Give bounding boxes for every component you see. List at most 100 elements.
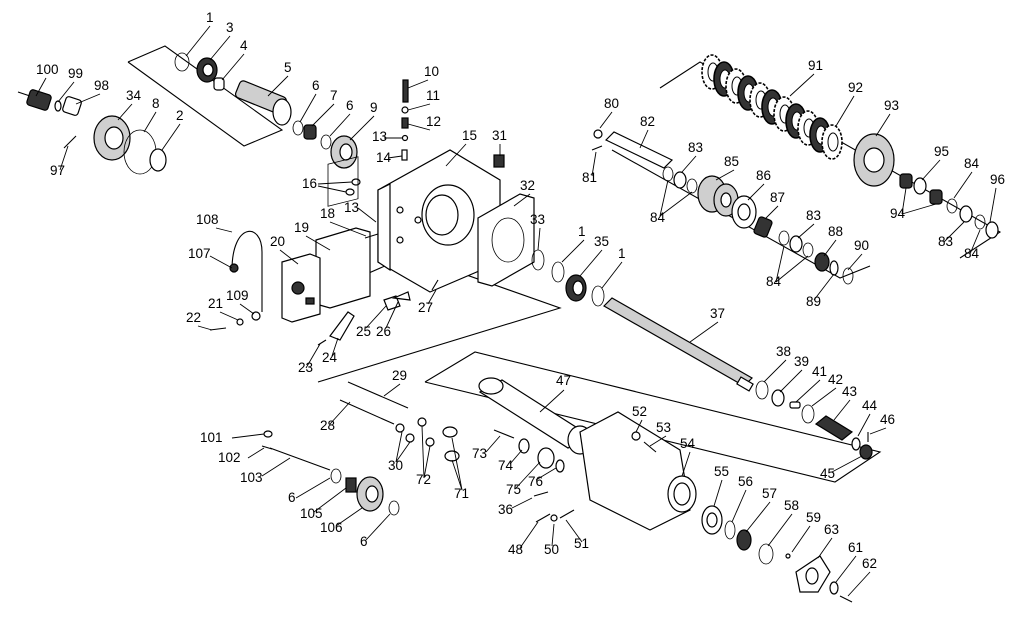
leader-line <box>329 221 367 237</box>
leader-line <box>395 431 403 463</box>
leader-line <box>117 103 133 121</box>
label-109: 109 <box>226 288 249 303</box>
leader-line <box>427 289 437 305</box>
bearing-95 <box>913 177 927 195</box>
label-84b: 84 <box>766 274 782 289</box>
ring-6d <box>388 500 400 516</box>
leader-line <box>299 93 317 123</box>
bolt-97 <box>63 135 77 149</box>
leader-line <box>969 229 981 255</box>
snap-ring-1a <box>174 52 190 72</box>
label-42: 42 <box>828 372 843 387</box>
needle-bearing-94a <box>899 173 913 189</box>
bolt-62 <box>839 595 853 603</box>
ring-84d <box>802 242 814 258</box>
leader-line <box>329 113 351 137</box>
leader-line <box>451 459 463 491</box>
label-22: 22 <box>186 310 201 325</box>
label-75: 75 <box>506 482 521 497</box>
leader-line <box>953 171 973 199</box>
seal-30a <box>395 423 405 433</box>
label-48: 48 <box>508 542 523 557</box>
label-34: 34 <box>126 88 142 103</box>
leader-line <box>875 113 891 137</box>
label-26: 26 <box>376 324 391 339</box>
bolt-36 <box>533 491 549 497</box>
label-6c: 6 <box>288 490 296 505</box>
leader-line <box>767 513 793 547</box>
shift-rod-28 <box>339 399 395 425</box>
leader-line <box>847 571 871 597</box>
leader-line <box>143 111 157 133</box>
leader-line <box>35 77 47 97</box>
nut-72a <box>417 417 427 427</box>
ring-56 <box>724 520 736 540</box>
leader-line <box>57 81 75 103</box>
label-28: 28 <box>320 418 335 433</box>
fitting-107 <box>229 263 239 273</box>
snap-ring-1b <box>551 261 565 283</box>
bolt-22 <box>209 327 227 331</box>
leader-line <box>943 221 965 243</box>
label-82: 82 <box>640 114 655 129</box>
label-51: 51 <box>574 536 589 551</box>
leader-line <box>209 35 231 61</box>
label-62: 62 <box>862 556 877 571</box>
leader-line <box>775 245 785 283</box>
leader-line <box>383 383 401 397</box>
label-85: 85 <box>724 154 739 169</box>
idler-gear-106 <box>356 476 384 512</box>
label-108: 108 <box>196 212 219 227</box>
shift-fork-24 <box>329 311 355 341</box>
leader-line <box>519 521 539 549</box>
tube-108 <box>231 230 263 312</box>
plug-12 <box>401 117 409 129</box>
leader-line <box>219 311 239 321</box>
gasket-32 <box>477 193 535 287</box>
label-23: 23 <box>298 360 313 375</box>
leader-line <box>311 103 335 127</box>
output-shaft-37 <box>603 297 754 392</box>
ring-84f <box>974 214 986 230</box>
leader-line <box>831 455 863 473</box>
label-100: 100 <box>36 62 59 77</box>
label-20: 20 <box>270 234 285 249</box>
bearing-55 <box>701 505 723 535</box>
group-bracket-input <box>127 45 284 147</box>
ring-76 <box>555 459 565 473</box>
bolt-53 <box>643 441 657 453</box>
label-50: 50 <box>544 542 559 557</box>
leader-line <box>421 425 425 479</box>
leader-line <box>857 413 871 437</box>
label-93: 93 <box>884 98 899 113</box>
leader-line <box>407 79 429 89</box>
bearing-105 <box>345 477 357 493</box>
leader-line <box>267 75 289 97</box>
gasket-8 <box>123 129 157 175</box>
label-18: 18 <box>320 206 335 221</box>
input-shaft-5 <box>234 80 292 126</box>
label-81: 81 <box>582 170 597 185</box>
leader-line <box>357 207 377 223</box>
leader-line <box>329 401 351 425</box>
pin-23 <box>317 339 327 346</box>
label-44: 44 <box>862 398 878 413</box>
leader-line <box>231 433 265 439</box>
seal-2 <box>149 148 167 172</box>
leader-line <box>161 123 181 151</box>
breather-31 <box>493 154 505 168</box>
label-32: 32 <box>520 178 535 193</box>
leader-line <box>565 519 583 543</box>
leader-line <box>989 187 997 223</box>
ring-6b <box>320 134 332 150</box>
label-13b: 13 <box>344 200 359 215</box>
label-99: 99 <box>68 66 83 81</box>
spline-shaft-100 <box>17 89 52 111</box>
ring-84a <box>662 166 674 182</box>
label-12: 12 <box>426 114 441 129</box>
leader-line <box>535 467 557 481</box>
leader-line <box>247 447 265 459</box>
label-84a: 84 <box>650 210 666 225</box>
leader-line <box>539 389 565 413</box>
